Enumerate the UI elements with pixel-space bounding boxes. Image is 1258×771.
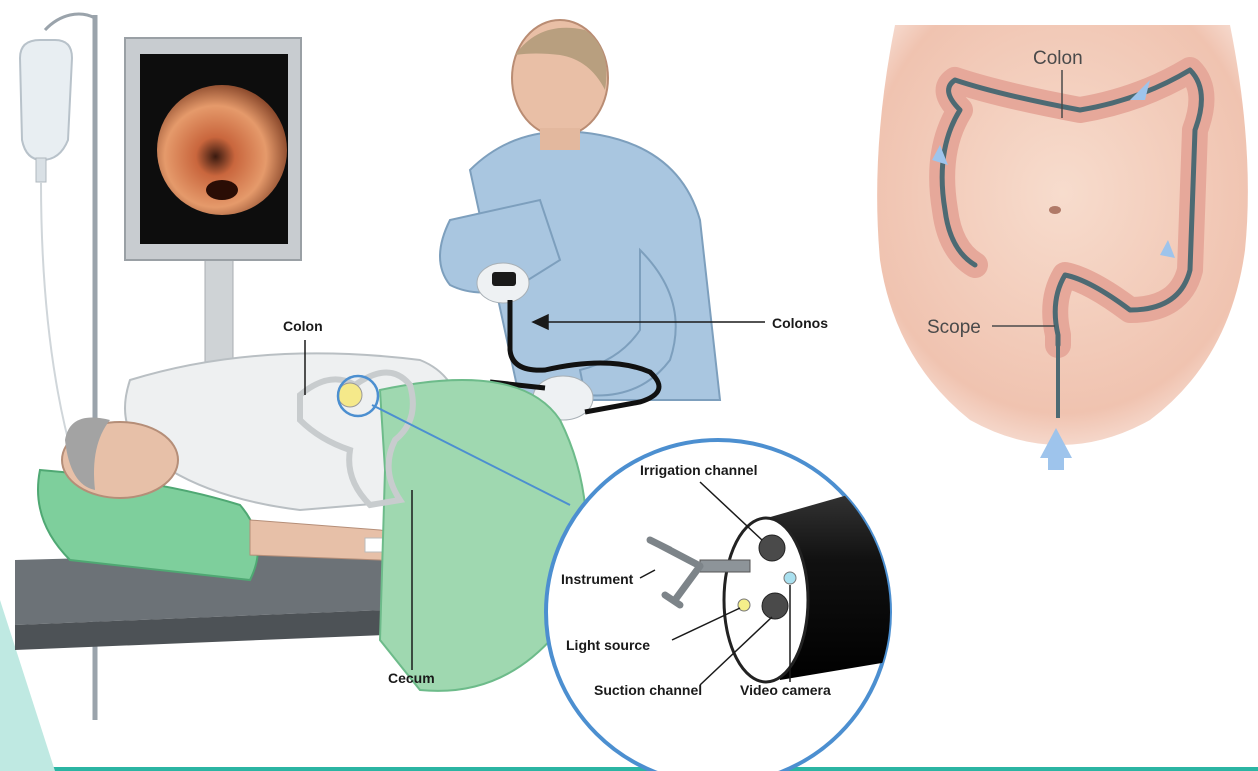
label-colon: Colon bbox=[283, 318, 323, 334]
label-light-source: Light source bbox=[566, 637, 650, 653]
label-video-camera: Video camera bbox=[740, 682, 831, 698]
bottom-accent-bar bbox=[0, 767, 1258, 771]
label-scope-inset: Scope bbox=[927, 317, 981, 338]
label-instrument: Instrument bbox=[561, 571, 634, 587]
label-irrigation-channel: Irrigation channel bbox=[640, 462, 757, 478]
abdomen-inset bbox=[840, 20, 1258, 480]
scope-tip-icon bbox=[546, 440, 900, 771]
monitor-icon bbox=[125, 38, 301, 372]
label-colonoscope: Colonos bbox=[772, 315, 828, 331]
label-suction-channel: Suction channel bbox=[594, 682, 702, 698]
doctor-icon bbox=[440, 20, 720, 420]
label-cecum: Cecum bbox=[388, 670, 435, 686]
label-colon-inset: Colon bbox=[1033, 48, 1083, 69]
